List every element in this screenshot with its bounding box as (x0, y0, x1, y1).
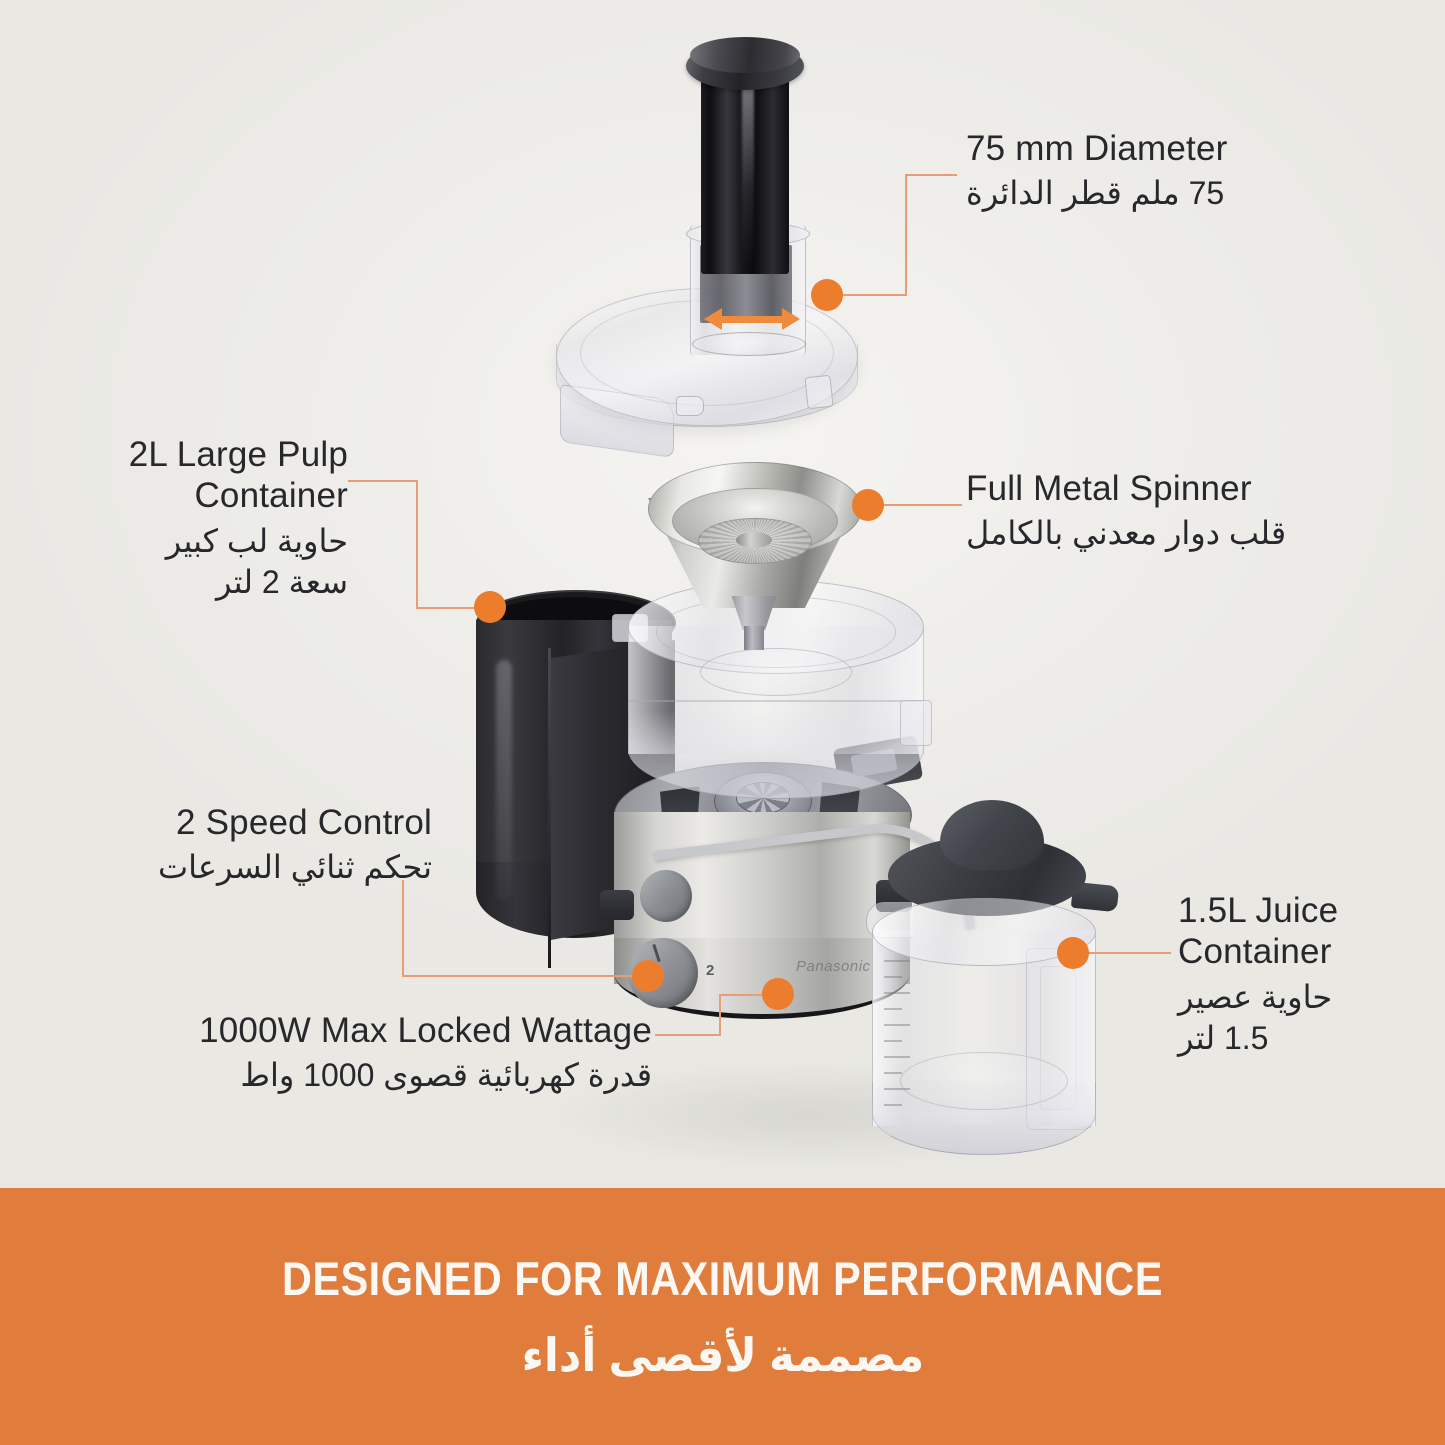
callout-speed-control-ar: تحكم ثنائي السرعات (157, 849, 432, 886)
banner-headline-en: DESIGNED FOR MAXIMUM PERFORMANCE (282, 1252, 1163, 1305)
callout-metal-spinner: Full Metal Spinner قلب دوار معدني بالكام… (966, 468, 1396, 555)
callout-pulp-container: 2L Large Pulp Container حاوية لب كبير سع… (0, 434, 348, 604)
callout-metal-spinner-ar: قلب دوار معدني بالكامل (966, 515, 1287, 552)
hotspot-juice-container (1057, 937, 1089, 969)
callout-diameter-ar: 75 ملم قطر الدائرة (966, 175, 1225, 212)
brand-logo: Panasonic (796, 958, 871, 975)
hotspot-wattage (762, 978, 794, 1010)
callout-wattage-en: 1000W Max Locked Wattage (199, 1011, 652, 1050)
callout-speed-control: 2 Speed Control تحكم ثنائي السرعات (0, 802, 432, 889)
callout-pulp-container-ar: حاوية لب كبير سعة 2 لتر (165, 522, 348, 601)
diameter-arrow-icon (704, 308, 800, 330)
callout-juice-container: 1.5L Juice Container حاوية عصير 1.5 لتر (1178, 890, 1440, 1060)
callout-diameter: 75 mm Diameter 75 ملم قطر الدائرة (966, 128, 1386, 215)
callout-wattage-ar: قدرة كهربائية قصوى 1000 واط (240, 1057, 652, 1094)
measurement-markings (884, 960, 930, 1120)
callout-juice-container-en: 1.5L Juice Container (1178, 891, 1339, 972)
banner-headline-ar: مصممة لأقصى أداء (521, 1329, 924, 1381)
speed-dial-label: 2 (706, 962, 715, 979)
callout-pulp-container-en: 2L Large Pulp Container (128, 435, 348, 516)
callout-speed-control-en: 2 Speed Control (176, 803, 432, 842)
bottom-banner: DESIGNED FOR MAXIMUM PERFORMANCE مصممة ل… (0, 1188, 1445, 1445)
hotspot-speed-control (632, 960, 664, 992)
callout-juice-container-ar: حاوية عصير 1.5 لتر (1178, 978, 1333, 1057)
callout-wattage: 1000W Max Locked Wattage قدرة كهربائية ق… (0, 1010, 652, 1097)
callout-metal-spinner-en: Full Metal Spinner (966, 469, 1252, 508)
hotspot-metal-spinner (852, 489, 884, 521)
callout-diameter-en: 75 mm Diameter (966, 129, 1228, 168)
hotspot-diameter (811, 279, 843, 311)
hotspot-pulp-container (474, 591, 506, 623)
